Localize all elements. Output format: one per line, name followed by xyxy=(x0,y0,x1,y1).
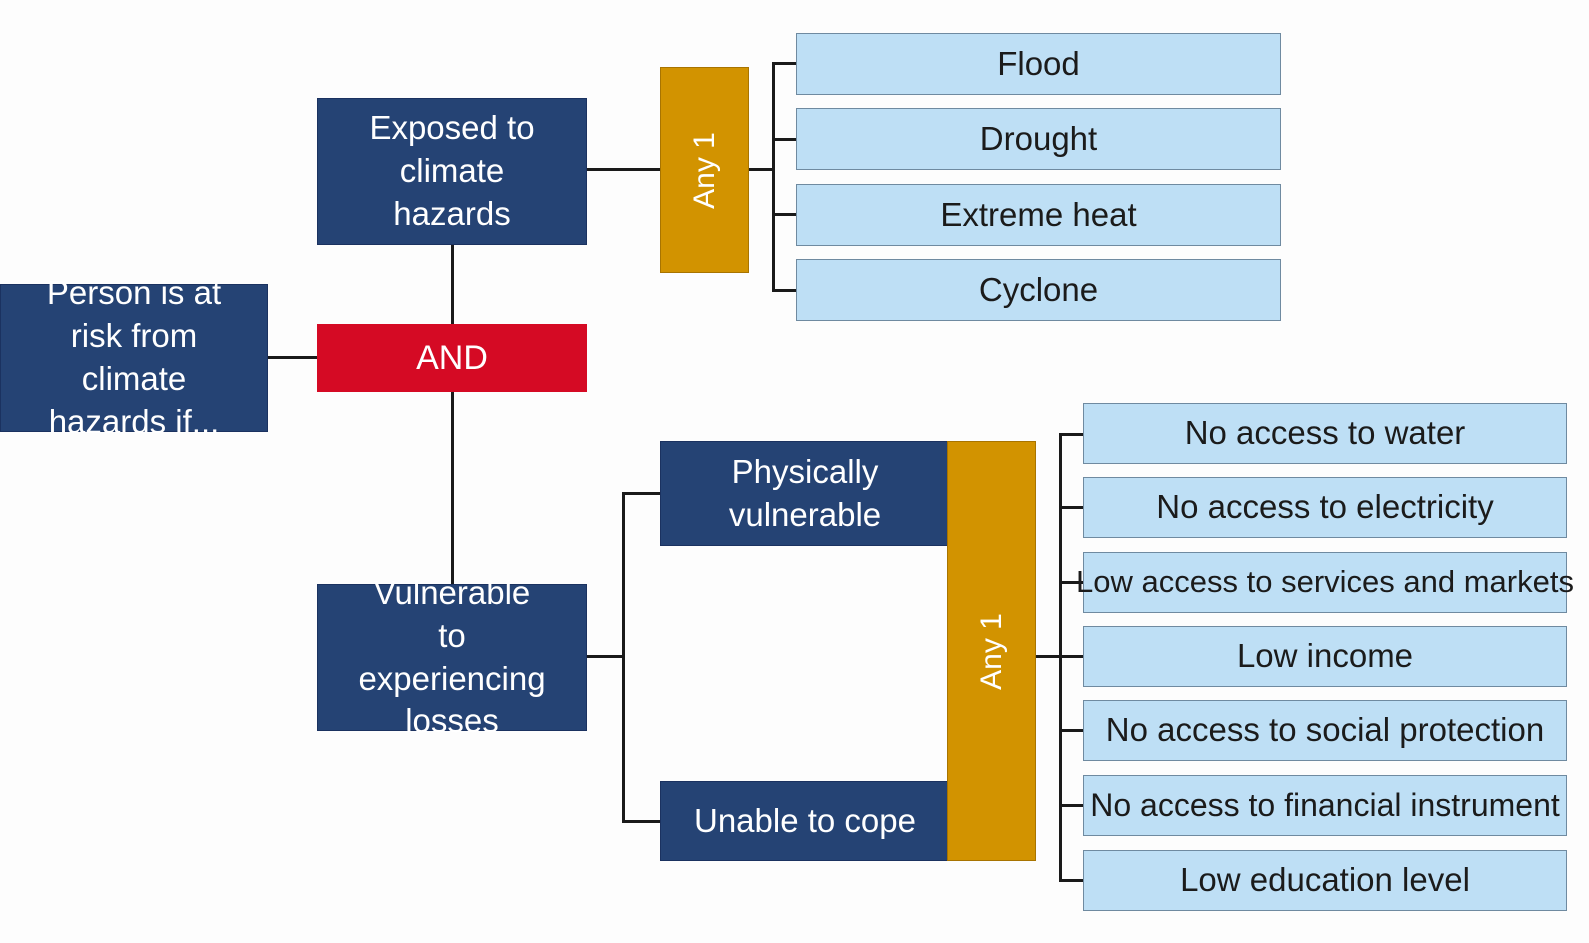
any-gate-factors: Any 1 xyxy=(947,441,1036,861)
vulnerable-label: Vulnerable to experiencing losses xyxy=(358,573,546,740)
root-label: Person is at risk from climate hazards i… xyxy=(46,274,222,440)
hazard-extreme-heat: Extreme heat xyxy=(796,184,1281,246)
tick-factor-2 xyxy=(1059,506,1085,509)
factor-low-income: Low income xyxy=(1083,626,1567,687)
factor-no-access-electricity: No access to electricity xyxy=(1083,477,1567,538)
tick-factor-4 xyxy=(1059,655,1085,658)
factor-label: No access to electricity xyxy=(1156,488,1494,526)
tick-factor-7 xyxy=(1059,879,1085,882)
connector-any-factors xyxy=(1034,655,1060,658)
hazard-label: Cyclone xyxy=(978,270,1099,308)
bracket-hazards xyxy=(772,63,775,292)
physically-node: Physically vulnerable xyxy=(660,441,950,546)
factor-label: No access to water xyxy=(1184,414,1466,452)
tick-unable xyxy=(622,820,662,823)
physically-label: Physically vulnerable xyxy=(728,452,882,533)
tick-flood xyxy=(772,62,798,65)
factor-low-education: Low education level xyxy=(1083,850,1567,911)
factor-label: Low access to services and markets xyxy=(1076,564,1574,600)
unable-node: Unable to cope xyxy=(660,781,950,861)
hazard-label: Flood xyxy=(997,44,1080,82)
tick-drought xyxy=(772,138,798,141)
tick-factor-3 xyxy=(1059,581,1085,584)
connector-exposed-any xyxy=(585,168,662,171)
factor-no-financial-instrument: No access to financial instrument xyxy=(1083,775,1567,836)
connector-any-hazards xyxy=(747,168,775,171)
factor-label: No access to financial instrument xyxy=(1090,786,1560,823)
connector-exposed-and xyxy=(451,243,454,327)
factor-label: Low income xyxy=(1236,637,1414,675)
any-gate-factors-label: Any 1 xyxy=(975,612,1008,690)
exposed-node: Exposed to climate hazards xyxy=(317,98,587,245)
factor-label: No access to social protection xyxy=(1105,711,1545,749)
tick-cyclone xyxy=(772,289,798,292)
tick-factor-1 xyxy=(1059,433,1085,436)
hazard-label: Drought xyxy=(979,119,1098,157)
connector-vulnerable-bracket xyxy=(585,655,625,658)
any-gate-hazards-label: Any 1 xyxy=(688,131,721,209)
hazard-flood: Flood xyxy=(796,33,1281,95)
factor-label: Low education level xyxy=(1180,861,1470,899)
tick-physically xyxy=(622,492,662,495)
connector-root-and xyxy=(267,356,319,359)
factor-no-access-water: No access to water xyxy=(1083,403,1567,464)
factor-low-access-services: Low access to services and markets xyxy=(1076,552,1574,613)
factor-no-social-protection: No access to social protection xyxy=(1083,700,1567,761)
hazard-label: Extreme heat xyxy=(940,195,1137,233)
tick-factor-6 xyxy=(1059,804,1085,807)
and-gate: AND xyxy=(317,324,587,392)
connector-and-vulnerable xyxy=(451,390,454,586)
unable-label: Unable to cope xyxy=(694,801,916,839)
tick-extreme-heat xyxy=(772,213,798,216)
bracket-vulnerability xyxy=(622,492,625,823)
hazard-cyclone: Cyclone xyxy=(796,259,1281,321)
vulnerable-node: Vulnerable to experiencing losses xyxy=(317,574,587,739)
any-gate-hazards: Any 1 xyxy=(660,67,749,273)
hazard-drought: Drought xyxy=(796,108,1281,170)
exposed-label: Exposed to climate hazards xyxy=(369,109,535,232)
tick-factor-5 xyxy=(1059,729,1085,732)
and-gate-label: AND xyxy=(416,338,488,377)
root-node: Person is at risk from climate hazards i… xyxy=(0,274,268,440)
